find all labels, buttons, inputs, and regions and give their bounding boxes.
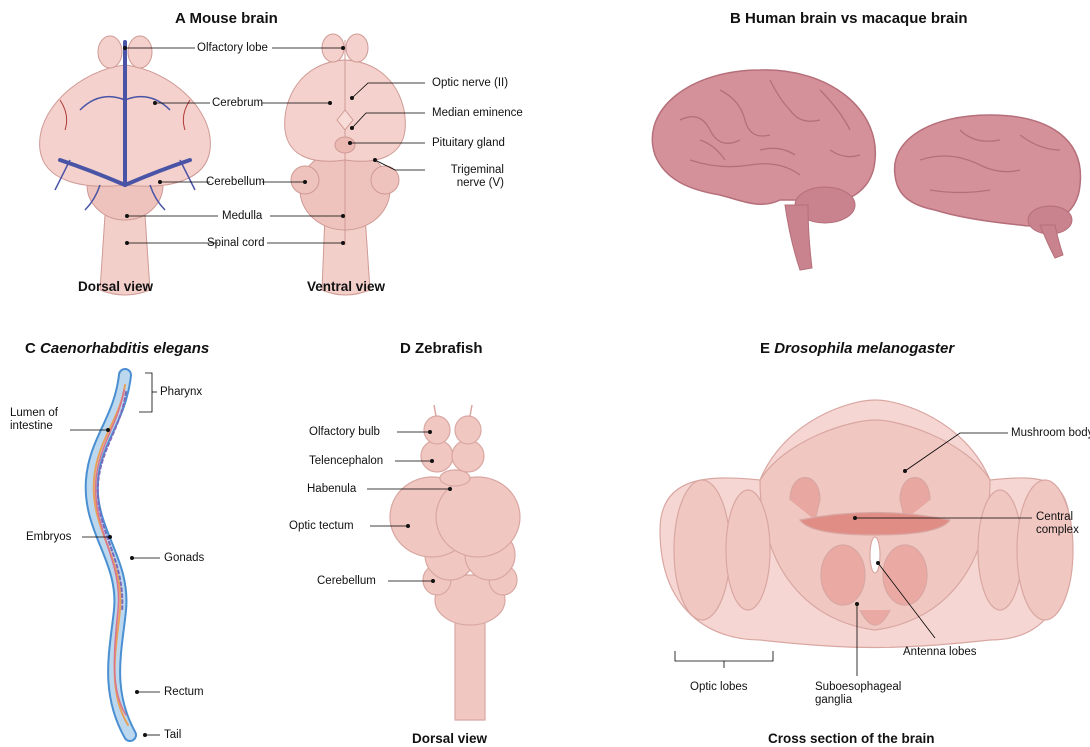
label-cerebellum-zebrafish: Cerebellum [317,575,376,588]
panel-d-title: D Zebrafish [400,340,483,357]
panel-b-title: B Human brain vs macaque brain [730,10,968,27]
label-central-complex: Central complex [1036,511,1079,537]
label-optic-nerve: Optic nerve (II) [432,77,508,90]
label-lumen-of-intestine: Lumen of intestine [10,407,58,433]
label-rectum: Rectum [164,686,204,699]
label-optic-tectum: Optic tectum [289,520,354,533]
label-central-line2: complex [1036,524,1079,537]
label-cerebellum: Cerebellum [206,176,265,189]
label-lumen-line1: Lumen of [10,407,58,420]
label-suboesophageal-ganglia: Suboesophageal ganglia [815,681,901,707]
label-trigeminal-nerve: Trigeminal nerve (V) [422,164,504,190]
label-habenula: Habenula [307,483,356,496]
label-optic-lobes: Optic lobes [690,681,748,694]
label-embryos: Embryos [26,531,71,544]
panel-c-letter: C [25,340,36,357]
label-cerebrum: Cerebrum [212,97,263,110]
cross-section-caption-e: Cross section of the brain [768,731,935,746]
label-suboeso-line1: Suboesophageal [815,681,901,694]
panel-e-letter: E [760,340,770,357]
label-gonads: Gonads [164,552,204,565]
panel-e-title: E Drosophila melanogaster [760,340,954,357]
macaque-brain [895,115,1081,258]
human-brain [652,70,875,270]
label-trigeminal-line2: nerve (V) [422,177,504,190]
label-telencephalon: Telencephalon [309,455,383,468]
ventral-view-caption-a: Ventral view [307,279,385,294]
label-mushroom-body: Mushroom body [1011,427,1090,440]
mouse-brain-dorsal [40,36,211,295]
dorsal-view-caption-a: Dorsal view [78,279,153,294]
label-pituitary-gland: Pituitary gland [432,137,505,150]
label-central-line1: Central [1036,511,1079,524]
panel-a-title: A Mouse brain [175,10,278,27]
label-olfactory-bulb: Olfactory bulb [309,426,380,439]
label-tail: Tail [164,729,181,742]
label-antenna-lobes: Antenna lobes [903,646,977,659]
panel-e-species: Drosophila melanogaster [774,340,954,357]
panel-c-species: Caenorhabditis elegans [40,340,209,357]
mouse-brain-ventral [285,34,406,295]
label-olfactory-lobe: Olfactory lobe [197,42,268,55]
panel-c-title: C Caenorhabditis elegans [25,340,209,357]
c-elegans-worm [92,375,130,735]
dorsal-view-caption-d: Dorsal view [412,731,487,746]
label-spinal-cord: Spinal cord [207,237,265,250]
label-suboeso-line2: ganglia [815,694,901,707]
label-pharynx: Pharynx [160,386,202,399]
label-lumen-line2: intestine [10,420,58,433]
label-median-eminence: Median eminence [432,107,523,120]
label-medulla: Medulla [222,210,262,223]
zebrafish-brain [390,405,520,720]
label-trigeminal-line1: Trigeminal [422,164,504,177]
